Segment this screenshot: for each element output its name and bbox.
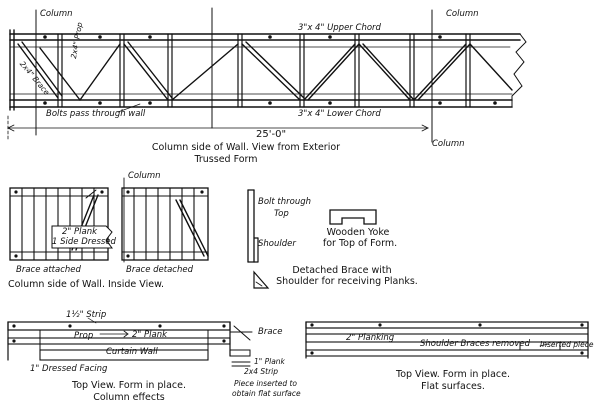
detached-brace-caption-line2: Shoulder for receiving Planks. xyxy=(276,276,418,287)
column-label-right: Column xyxy=(446,9,479,19)
shoulder-label: Shoulder xyxy=(258,239,296,249)
column-label-middle: Column xyxy=(128,171,161,181)
strip-2x4-label: 2x4 Strip xyxy=(244,367,278,376)
brace-detached-label: Brace detached xyxy=(126,265,193,275)
strip-label: 1½" Strip xyxy=(66,310,107,320)
bottom-right-caption-line2: Flat surfaces. xyxy=(421,381,485,392)
side-dressed-label: 1 Side Dressed xyxy=(52,237,116,247)
bolt-through-label: Bolt through xyxy=(258,197,312,207)
top-caption-line1: Column side of Wall. View from Exterior xyxy=(151,142,341,153)
piece-inserted-line2: obtain flat surface xyxy=(232,389,301,398)
yoke-caption-line1: Wooden Yoke xyxy=(326,227,390,238)
bottom-right-caption-line1: Top View. Form in place. xyxy=(396,369,510,380)
bottom-left-caption-line1: Top View. Form in place. xyxy=(72,380,186,391)
bolts-label: Bolts pass through wall xyxy=(46,109,146,119)
top-view-column-effects xyxy=(7,317,253,367)
upper-chord-label: 3"x 4" Upper Chord xyxy=(298,23,381,33)
brace-and-yoke-details xyxy=(247,189,377,289)
column-label-bottom: Column xyxy=(432,139,465,149)
plank-label: 2" Plank xyxy=(62,227,98,237)
trussed-form-elevation xyxy=(7,7,527,143)
top-caption-line2: Trussed Form xyxy=(194,154,258,165)
top-label: Top xyxy=(274,209,289,219)
inside-view-caption: Column side of Wall. Inside View. xyxy=(8,279,164,290)
detached-brace-caption-line1: Detached Brace with xyxy=(292,265,392,276)
inside-view-elevation xyxy=(9,177,209,263)
column-label-left: Column xyxy=(40,9,73,19)
plank-2in-label: 2" Plank xyxy=(132,330,168,340)
bottom-left-caption-line2: Column effects xyxy=(93,392,165,403)
lower-chord-label: 3"x 4" Lower Chord xyxy=(298,109,381,119)
plank-1in-label: 1" Plank xyxy=(254,357,285,366)
shoulder-braces-label: Shoulder Braces removed xyxy=(420,339,530,349)
dimension-label: 25'-0" xyxy=(256,129,287,140)
piece-inserted-line1: Piece inserted to xyxy=(234,379,298,388)
brace-label: Brace xyxy=(258,327,283,337)
planking-label: 2" Planking xyxy=(346,333,395,343)
top-view-flat-surfaces xyxy=(305,321,589,359)
curtain-wall-label: Curtain Wall xyxy=(106,347,158,357)
dressed-facing-label: 1" Dressed Facing xyxy=(30,364,108,374)
yoke-caption-line2: for Top of Form. xyxy=(322,238,398,249)
prop-label: Prop xyxy=(74,331,94,341)
brace-attached-label: Brace attached xyxy=(16,265,81,275)
inserted-piece-label: Inserted piece xyxy=(540,340,594,349)
